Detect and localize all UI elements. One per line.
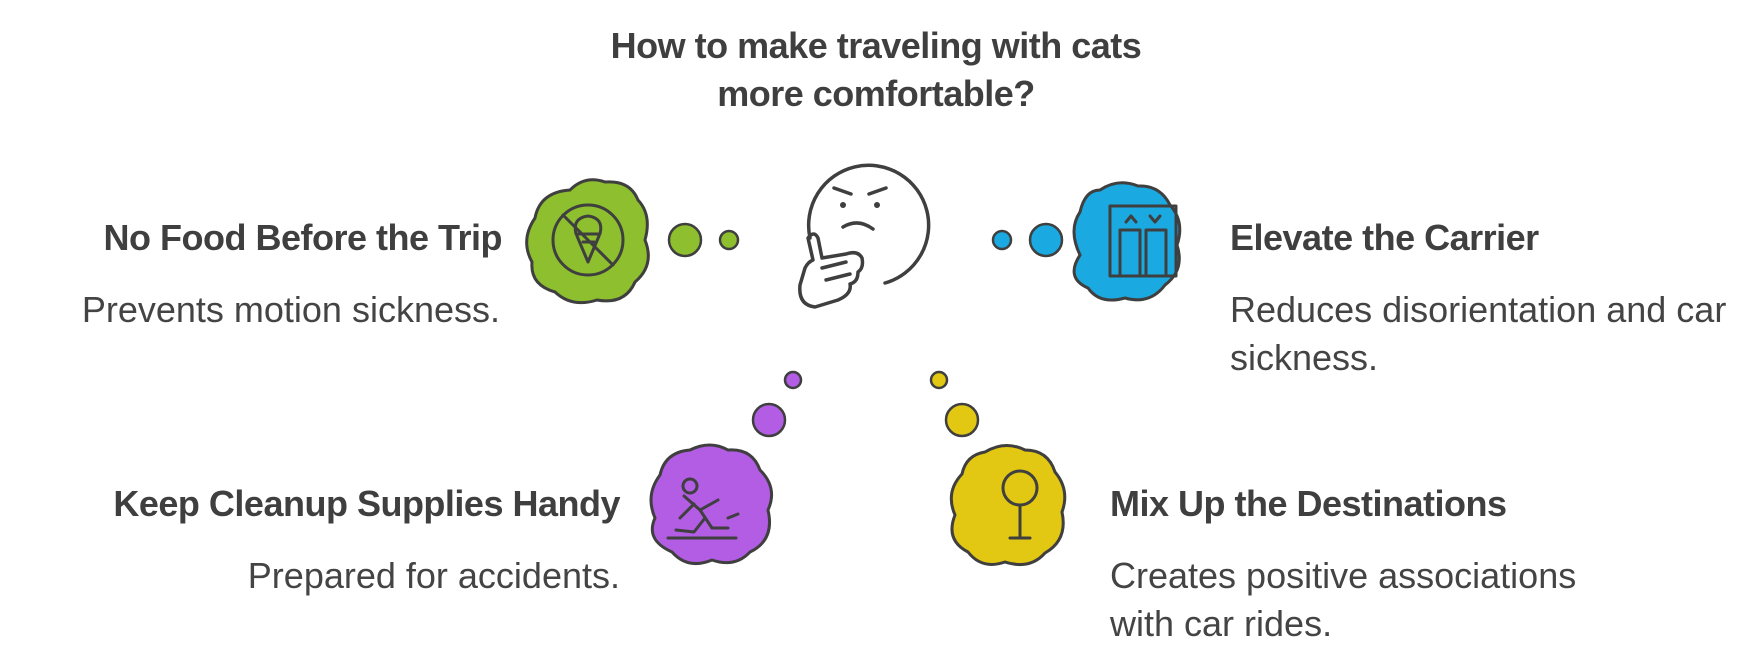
cleanup-description: Prepared for accidents. xyxy=(247,555,620,596)
connector-dots-cleanup xyxy=(751,370,803,438)
no-food-description: Prevents motion sickness. xyxy=(81,289,500,330)
connector-dots-no-food xyxy=(667,222,740,258)
destinations-description: Creates positive associations with car r… xyxy=(1110,555,1577,644)
no-ice-cream-icon xyxy=(551,203,625,277)
title-line-2: more comfortable? xyxy=(717,73,1035,114)
elevate-heading: Elevate the Carrier xyxy=(1230,217,1539,258)
person-slipping-icon xyxy=(666,477,740,540)
no-food-badge xyxy=(525,178,650,305)
destinations-heading: Mix Up the Destinations xyxy=(1110,483,1507,524)
no-food-heading: No Food Before the Trip xyxy=(103,217,503,258)
connector-dots-destinations xyxy=(929,370,980,438)
diagram-title: How to make traveling with cats more com… xyxy=(476,22,1276,118)
connector-dots-elevate xyxy=(991,222,1064,258)
destinations-badge xyxy=(949,444,1067,566)
thinking-face-icon xyxy=(798,163,931,309)
cleanup-badge xyxy=(649,443,774,566)
cleanup-heading: Keep Cleanup Supplies Handy xyxy=(113,483,620,524)
elevate-description: Reduces disorientation and car sickness. xyxy=(1230,289,1727,378)
signpost-icon xyxy=(1001,469,1039,540)
title-line-1: How to make traveling with cats xyxy=(610,25,1142,66)
elevator-icon xyxy=(1108,204,1178,278)
elevate-badge xyxy=(1072,181,1182,302)
